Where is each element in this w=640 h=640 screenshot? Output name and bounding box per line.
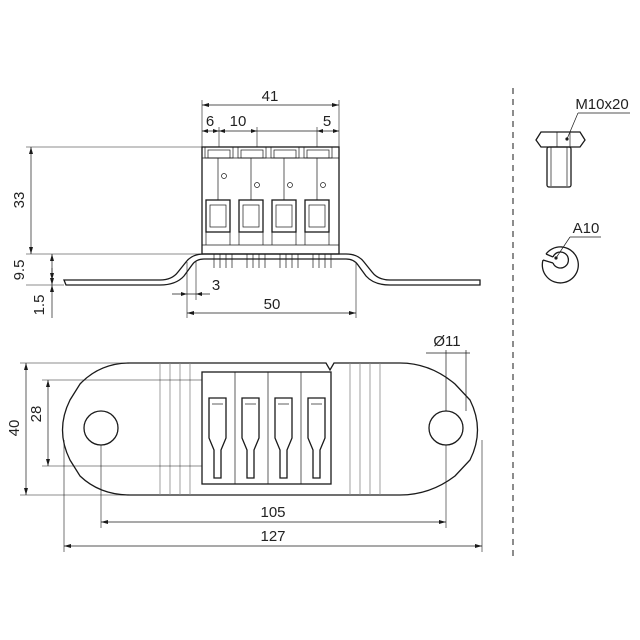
dim-6-label: 6 bbox=[206, 113, 214, 130]
dim-diameter-label: Ø11 bbox=[433, 333, 460, 350]
terminal-teeth bbox=[213, 254, 332, 268]
dim-base-width: 50 bbox=[187, 262, 357, 318]
dim-offset: 9.5 bbox=[11, 254, 64, 286]
dim-height-inner: 28 bbox=[28, 379, 202, 467]
dim-height-overall: 40 bbox=[6, 362, 130, 496]
dim-height: 33 bbox=[11, 146, 202, 255]
washer-label: A10 bbox=[573, 220, 600, 237]
dim-105-label: 105 bbox=[260, 504, 285, 521]
dim-33-label: 33 bbox=[11, 192, 28, 209]
dim-5-label: 5 bbox=[323, 113, 331, 130]
clamp-3 bbox=[270, 146, 300, 245]
terminal-block-top bbox=[201, 371, 332, 485]
terminal-block bbox=[201, 146, 340, 268]
top-plate-outline bbox=[61, 362, 479, 496]
clamp-2 bbox=[237, 146, 267, 245]
dim-pitch: 6 10 5 bbox=[202, 113, 339, 147]
mount-hole-left bbox=[83, 410, 119, 446]
dim-hole-spacing: 105 bbox=[100, 445, 447, 528]
dim-50-label: 50 bbox=[264, 296, 281, 313]
mount-hole-right bbox=[428, 410, 464, 446]
dim-width-overall: 41 bbox=[201, 88, 340, 147]
dim-10-label: 10 bbox=[230, 113, 247, 130]
side-base-plate bbox=[63, 253, 481, 286]
dim-28-label: 28 bbox=[28, 406, 45, 423]
dim-thickness: 1.5 bbox=[31, 268, 54, 318]
bolt-m10x20: M10x20 bbox=[535, 96, 630, 188]
top-view: Ø11 40 28 105 bbox=[6, 333, 483, 552]
clamp-1 bbox=[204, 146, 234, 245]
dim-1-5-label: 1.5 bbox=[31, 295, 48, 316]
clamp-4 bbox=[303, 146, 333, 245]
dim-40-label: 40 bbox=[6, 420, 23, 437]
washer-a10: A10 bbox=[541, 220, 601, 284]
dim-9-5-label: 9.5 bbox=[11, 260, 28, 281]
bolt-label: M10x20 bbox=[575, 96, 628, 113]
dim-3-label: 3 bbox=[212, 277, 220, 294]
dim-length-overall: 127 bbox=[63, 440, 483, 552]
dim-hole-diameter: Ø11 bbox=[426, 333, 470, 411]
dim-127-label: 127 bbox=[260, 528, 285, 545]
dim-small-offset: 3 bbox=[172, 262, 220, 318]
side-view: 41 6 10 5 33 bbox=[11, 88, 481, 318]
dim-41-label: 41 bbox=[262, 88, 279, 105]
